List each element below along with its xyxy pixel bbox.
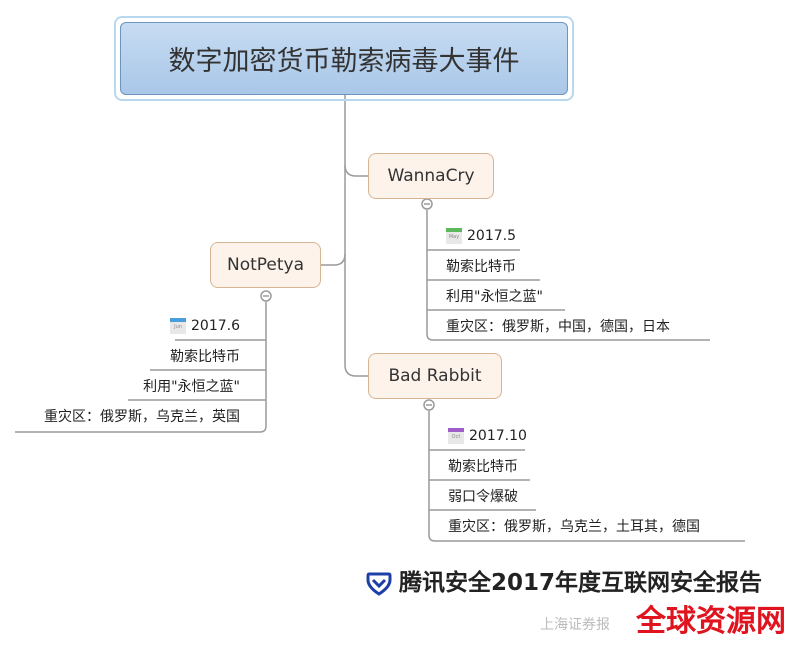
root-topic[interactable]: 数字加密货币勒索病毒大事件 <box>120 22 568 95</box>
badrabbit-item[interactable]: 勒索比特币 <box>448 459 518 475</box>
wannacry-date[interactable]: May 2017.5 <box>446 224 516 248</box>
topic-bad-rabbit[interactable]: Bad Rabbit <box>368 353 502 399</box>
notpetya-item[interactable]: 勒索比特币 <box>170 349 240 365</box>
topic-wannacry[interactable]: WannaCry <box>368 153 494 199</box>
wannacry-item[interactable]: 勒索比特币 <box>446 259 516 275</box>
badrabbit-item[interactable]: 重灾区：俄罗斯，乌克兰，土耳其，德国 <box>448 519 700 535</box>
notpetya-date[interactable]: Jun 2017.6 <box>170 314 240 338</box>
root-selection-outline <box>114 16 574 101</box>
calendar-icon: Oct <box>448 428 464 444</box>
notpetya-item[interactable]: 重灾区：俄罗斯，乌克兰，英国 <box>44 409 240 425</box>
watermark-text: 上海证券报 <box>540 617 610 633</box>
footer-title: 腾讯安全2017年度互联网安全报告 <box>399 570 763 596</box>
calendar-icon: Jun <box>170 318 186 334</box>
notpetya-item[interactable]: 利用"永恒之蓝" <box>143 379 240 395</box>
badrabbit-item[interactable]: 弱口令爆破 <box>448 489 518 505</box>
report-footer: 腾讯安全2017年度互联网安全报告 <box>365 568 762 598</box>
topic-notpetya[interactable]: NotPetya <box>210 242 321 288</box>
date-text: 2017.6 <box>191 318 240 334</box>
date-text: 2017.10 <box>469 428 527 444</box>
site-watermark: 全球资源网 <box>636 604 786 639</box>
calendar-icon: May <box>446 228 462 244</box>
wannacry-item[interactable]: 重灾区：俄罗斯，中国，德国，日本 <box>446 319 670 335</box>
date-text: 2017.5 <box>467 228 516 244</box>
badrabbit-date[interactable]: Oct 2017.10 <box>448 424 527 448</box>
tencent-shield-icon <box>366 572 392 596</box>
wannacry-item[interactable]: 利用"永恒之蓝" <box>446 289 543 305</box>
